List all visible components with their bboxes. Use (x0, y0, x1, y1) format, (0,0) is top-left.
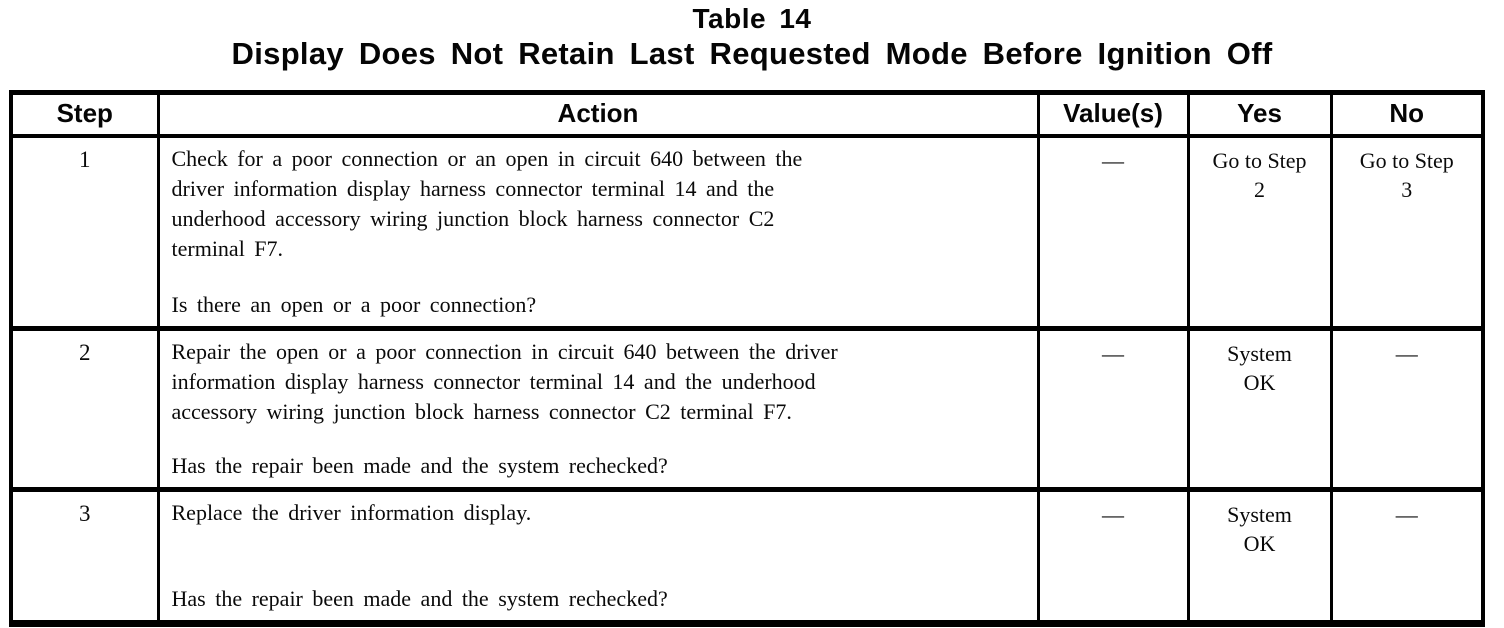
header-row: Step Action Value(s) Yes No (9, 90, 1485, 138)
table-number-title: Table 14 (692, 3, 812, 34)
no-cell: — (1329, 328, 1485, 492)
step-number: 3 (9, 489, 160, 626)
step-number: 1 (9, 136, 160, 331)
action-question: Has the repair been made and the system … (171, 585, 668, 611)
action-text: Replace the driver information display. (171, 499, 532, 525)
no-cell: — (1329, 489, 1485, 626)
values-cell: — (1036, 489, 1190, 626)
values-cell: — (1036, 328, 1190, 492)
header-cell-action: Action (156, 90, 1040, 138)
action-question: Is there an open or a poor connection? (171, 291, 537, 317)
table-title-block: Table 14 Display Does Not Retain Last Re… (0, 0, 1504, 72)
action-cell: Check for a poor connection or an open i… (156, 136, 1040, 331)
table-row: 1 Check for a poor connection or an open… (9, 136, 1485, 331)
yes-cell: System OK (1186, 489, 1333, 626)
action-text: Check for a poor connection or an open i… (171, 146, 803, 261)
header-cell-step: Step (9, 90, 160, 138)
table-row: 2 Repair the open or a poor connection i… (9, 328, 1485, 492)
action-cell: Replace the driver information display. … (156, 489, 1040, 626)
header-cell-yes: Yes (1186, 90, 1333, 138)
diagnostic-table: Step Action Value(s) Yes No 1 Check for … (9, 90, 1485, 627)
yes-cell: Go to Step 2 (1186, 136, 1333, 331)
header-cell-values: Value(s) (1036, 90, 1190, 138)
no-cell: Go to Step 3 (1329, 136, 1485, 331)
action-text: Repair the open or a poor connection in … (171, 338, 838, 424)
table-row: 3 Replace the driver information display… (9, 489, 1485, 626)
step-number: 2 (9, 328, 160, 492)
yes-cell: System OK (1186, 328, 1333, 492)
table-description-title: Display Does Not Retain Last Requested M… (231, 36, 1273, 71)
values-cell: — (1036, 136, 1190, 331)
header-cell-no: No (1329, 90, 1485, 138)
action-cell: Repair the open or a poor connection in … (156, 328, 1040, 492)
action-question: Has the repair been made and the system … (171, 452, 668, 478)
